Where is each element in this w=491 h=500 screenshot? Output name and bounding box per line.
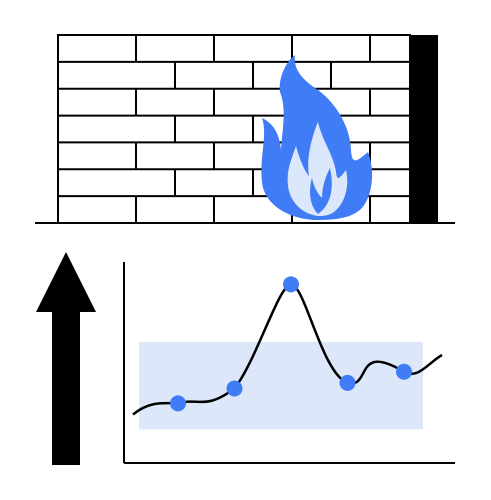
chart-band <box>139 341 423 430</box>
wall-post <box>410 35 438 223</box>
brick-wall-icon <box>57 34 411 224</box>
up-arrow-icon <box>36 252 96 465</box>
data-point-4 <box>339 374 356 391</box>
line-chart-icon <box>123 262 455 464</box>
data-points <box>170 276 412 412</box>
data-point-2 <box>226 380 243 397</box>
data-point-3 <box>283 276 299 293</box>
flame-core <box>310 168 332 214</box>
flame-inner <box>287 122 348 216</box>
flame-icon <box>261 55 373 220</box>
data-point-1 <box>170 395 186 412</box>
data-point-5 <box>396 363 412 380</box>
